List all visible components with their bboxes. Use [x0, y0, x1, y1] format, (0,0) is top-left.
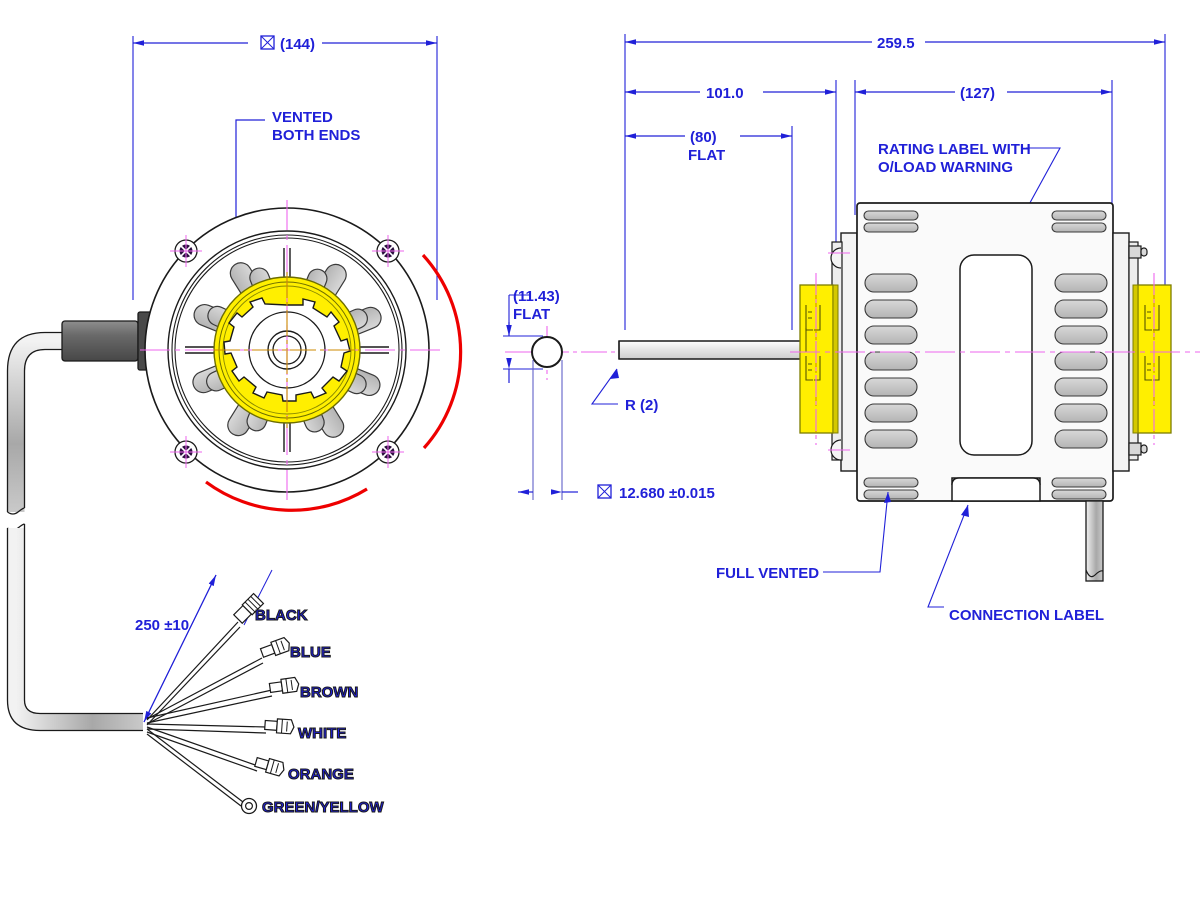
bottom-cable-stub	[1085, 500, 1104, 582]
highlight-arc-right	[421, 253, 463, 450]
lead-length-dimension: 250 ±10	[135, 569, 273, 723]
shaft-diameter-value: 12.680 ±0.015	[619, 485, 715, 502]
motor-face	[140, 200, 463, 512]
lead-wire-brown: BROWN	[146, 676, 359, 724]
ring-terminal-icon	[240, 797, 258, 815]
shaft-flat-label: FLAT	[513, 306, 550, 323]
rating-label	[959, 254, 1033, 456]
bottom-vent-slots	[863, 477, 1107, 500]
cable-assembly	[6, 311, 162, 732]
left-vent-column	[864, 273, 918, 449]
radius-note: R (2)	[590, 368, 658, 414]
shaft-flat-value: (11.43)	[513, 288, 560, 305]
side-view-centerlines	[790, 252, 1200, 451]
vented-note-line2: BOTH ENDS	[272, 127, 360, 144]
side-view-group: 259.5 101.0 (80) FLAT (127) RATING L	[618, 34, 1200, 624]
body-length-value: (127)	[960, 85, 995, 102]
front-view-centerlines	[140, 200, 440, 500]
shaft-detail-group: (11.43) FLAT 12.680 ±0.015 R (	[503, 288, 715, 502]
lead-wire-orange: ORANGE	[146, 726, 354, 784]
lead-wire-label: BLUE	[290, 644, 331, 661]
end-cap-bolts	[1128, 245, 1148, 456]
shaft-flat-length-label: FLAT	[688, 147, 725, 164]
rating-label-note: RATING LABEL WITH O/LOAD WARNING	[878, 141, 1061, 273]
mounting-bracket-right	[1132, 284, 1172, 434]
vented-both-ends-note: VENTED BOTH ENDS	[232, 109, 360, 249]
front-diameter-dimension: (144)	[132, 35, 438, 300]
lead-wire-label: BROWN	[300, 684, 358, 701]
mounting-bracket-left	[799, 284, 839, 434]
lead-wire-label: GREEN/YELLOW	[262, 799, 385, 816]
front-view-group: (144) VENTED BOTH ENDS	[6, 35, 463, 732]
rating-note-line1: RATING LABEL WITH	[878, 141, 1031, 158]
shaft-length-value: 101.0	[706, 85, 744, 102]
shaft-section-circle	[505, 326, 620, 380]
highlight-arc-bottom	[205, 480, 368, 512]
front-diameter-value: (144)	[280, 36, 315, 53]
lead-wire-label: ORANGE	[288, 766, 354, 783]
overall-length-dimension: 259.5	[624, 34, 1166, 330]
diameter-symbol-icon	[597, 484, 612, 499]
screw-bosses	[170, 235, 404, 468]
rating-note-line2: O/LOAD WARNING	[878, 159, 1013, 176]
shaft-flat-dimension: (11.43) FLAT	[503, 288, 560, 383]
lead-wire-label: BLACK	[255, 607, 308, 624]
right-vent-column	[1054, 273, 1108, 449]
lead-wires: BLACK BLUE	[146, 592, 385, 817]
lead-wire-black: BLACK	[146, 592, 308, 726]
overall-length-value: 259.5	[877, 35, 915, 52]
shaft-diameter-dimension: 12.680 ±0.015	[518, 360, 715, 502]
vented-note-line1: VENTED	[272, 109, 333, 126]
lead-wire-green-yellow: GREEN/YELLOW	[146, 728, 385, 817]
connection-label-note: CONNECTION LABEL	[927, 504, 1104, 624]
shaft-flat-length-dimension: (80) FLAT	[625, 126, 793, 330]
motor-body	[790, 202, 1200, 582]
full-vented-text: FULL VENTED	[716, 565, 819, 582]
lead-wire-white: WHITE	[146, 718, 347, 743]
full-vented-note: FULL VENTED	[716, 491, 891, 582]
connection-label-text: CONNECTION LABEL	[949, 607, 1104, 624]
diameter-symbol-icon	[260, 35, 275, 50]
lead-wire-group: 250 ±10 BLACK	[135, 569, 385, 817]
lead-wire-label: WHITE	[298, 725, 346, 742]
shaft-flat-length-value: (80)	[690, 129, 717, 146]
body-length-dimension: (127)	[854, 80, 1113, 215]
lead-wire-blue: BLUE	[146, 636, 331, 725]
top-vent-slots	[863, 210, 1107, 233]
radius-note-text: R (2)	[625, 397, 658, 414]
lead-length-value: 250 ±10	[135, 617, 189, 634]
